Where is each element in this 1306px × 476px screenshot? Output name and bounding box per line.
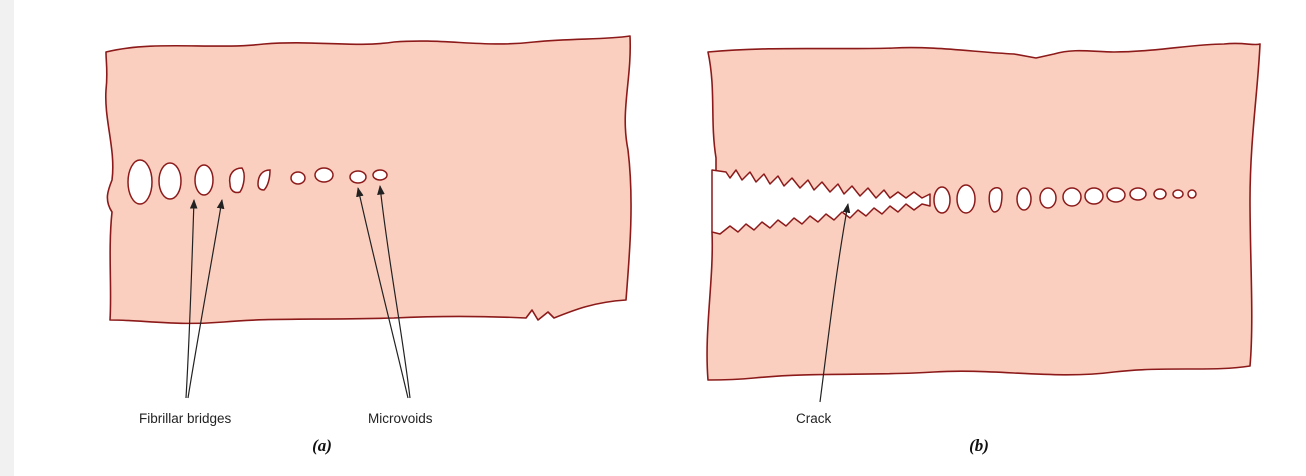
void (1173, 190, 1183, 198)
void (159, 163, 181, 199)
polymer-slab-a (106, 36, 631, 323)
panel-a: Fibrillar bridges Microvoids (a) (106, 36, 631, 455)
void (1154, 189, 1166, 199)
void (1040, 188, 1056, 208)
caption-b: (b) (969, 436, 989, 455)
void (315, 168, 333, 182)
craze-diagram: Fibrillar bridges Microvoids (a) Crack (… (14, 0, 1306, 476)
void (1188, 190, 1196, 198)
void (989, 188, 1002, 212)
void (934, 187, 950, 213)
label-fibrillar-bridges: Fibrillar bridges (139, 411, 232, 426)
void (1107, 188, 1125, 202)
void (350, 171, 366, 183)
void (373, 170, 387, 180)
label-crack: Crack (796, 411, 832, 426)
void (195, 165, 213, 195)
void (128, 160, 152, 204)
void (1130, 188, 1146, 200)
figure-canvas: Fibrillar bridges Microvoids (a) Crack (… (14, 0, 1306, 476)
caption-a: (a) (312, 436, 332, 455)
void (1085, 188, 1103, 204)
void (1063, 188, 1081, 206)
void (1017, 188, 1031, 210)
void (291, 172, 305, 184)
void (230, 168, 245, 193)
label-microvoids: Microvoids (368, 411, 433, 426)
panel-b: Crack (b) (707, 43, 1260, 455)
void (957, 185, 975, 213)
